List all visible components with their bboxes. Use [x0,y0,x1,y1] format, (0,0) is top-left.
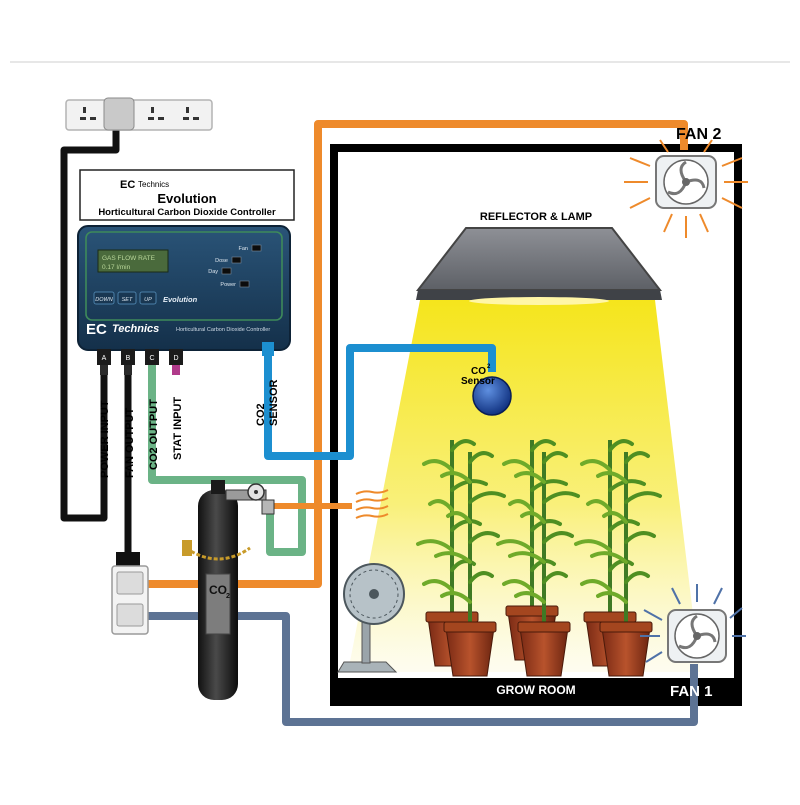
co2-cylinder: CO 2 [182,480,251,700]
down-button-label: DOWN [95,297,112,303]
co2-output-label: CO2 OUTPUT [148,399,160,470]
orange-pipe [148,120,688,588]
indicator-power-label: Power [220,282,236,288]
port-d: D [169,349,183,375]
co2-sensor-label-1: CO2 [255,403,267,426]
power-input-label: POWER INPUT [99,400,111,478]
up-button[interactable] [139,291,157,305]
brand-name: Technics [138,180,169,189]
indicator-fan-label: Fan [239,246,248,252]
controller-buttons: DOWN SET UP [93,291,157,305]
socket-2 [116,603,144,627]
fan-1-airflow-arrows [640,584,746,663]
port-c: C [145,349,159,375]
svg-text:B: B [126,355,131,362]
brand-symbol: EC [120,179,135,191]
stat-input-label: STAT INPUT [172,397,184,460]
plants [416,439,662,677]
panel-product-label: Evolution [163,295,198,304]
cylinder-label: CO [209,583,227,597]
indicator-power-led [239,280,250,288]
grow-room-label: GROW ROOM [496,683,575,697]
fan-output-label: FAN OUTPUT [124,407,136,478]
co2-emission-marks [355,489,389,519]
indicator-day-label: Day [208,269,218,275]
power-cable [60,124,120,522]
co2-sensor-label-2: SENSOR [268,379,280,426]
potted-plant [508,451,580,677]
port-a: A [97,349,111,375]
fan-plug [116,552,140,568]
sensor-label-co: CO [471,366,486,377]
product-subtitle: Horticultural Carbon Dioxide Controller [98,207,276,218]
indicator-dose-led [231,256,242,264]
fan-1 [667,609,727,663]
wall-sockets [111,552,149,635]
panel-subtitle: Horticultural Carbon Dioxide Controller [176,327,270,333]
potted-plant [590,451,662,677]
product-name: Evolution [157,191,216,206]
co2-sensor-port [262,342,274,356]
co2-regulator [225,483,275,515]
fan-2-airflow-arrows [624,139,748,238]
product-title-box: EC Technics Evolution Horticultural Carb… [79,169,295,221]
indicator-day-led [221,267,232,275]
power-strip [65,97,213,131]
fan-1-label: FAN 1 [670,683,713,700]
svg-text:A: A [102,355,107,362]
fan-2-label: FAN 2 [676,126,721,143]
controller-unit: GAS FLOW RATE 0.17 l/min Fan Dose Day Po… [77,225,291,375]
indicator-dose-label: Dose [215,258,228,264]
sensor-label-sup: 2 [487,364,491,370]
set-button[interactable] [117,291,137,305]
set-button-label: SET [122,297,133,303]
blue-sensor-cable [264,344,496,460]
svg-text:C: C [149,355,154,362]
sensor-label-2: Sensor [461,376,495,387]
lcd-line-2: 0.17 l/min [102,264,131,271]
socket-1 [116,571,144,595]
fan-2 [655,155,717,209]
desk-fan [337,563,405,673]
svg-text:D: D [173,355,178,362]
reflector-lamp-label: REFLECTOR & LAMP [480,211,592,223]
port-b: B [121,349,135,375]
potted-plant [434,451,506,677]
panel-brand-name: Technics [112,323,159,335]
lcd-line-1: GAS FLOW RATE [102,255,156,262]
reflector-lamp [415,227,663,305]
co2-sensor-ball [472,376,512,416]
up-button-label: UP [144,297,152,303]
green-co2-cable [148,368,306,556]
indicator-fan-led [251,244,262,252]
slate-pipe [148,612,698,726]
lcd-display [97,249,169,273]
panel-brand-symbol: EC [86,321,107,338]
down-button[interactable] [93,291,115,305]
cylinder-label-sub: 2 [226,593,230,600]
